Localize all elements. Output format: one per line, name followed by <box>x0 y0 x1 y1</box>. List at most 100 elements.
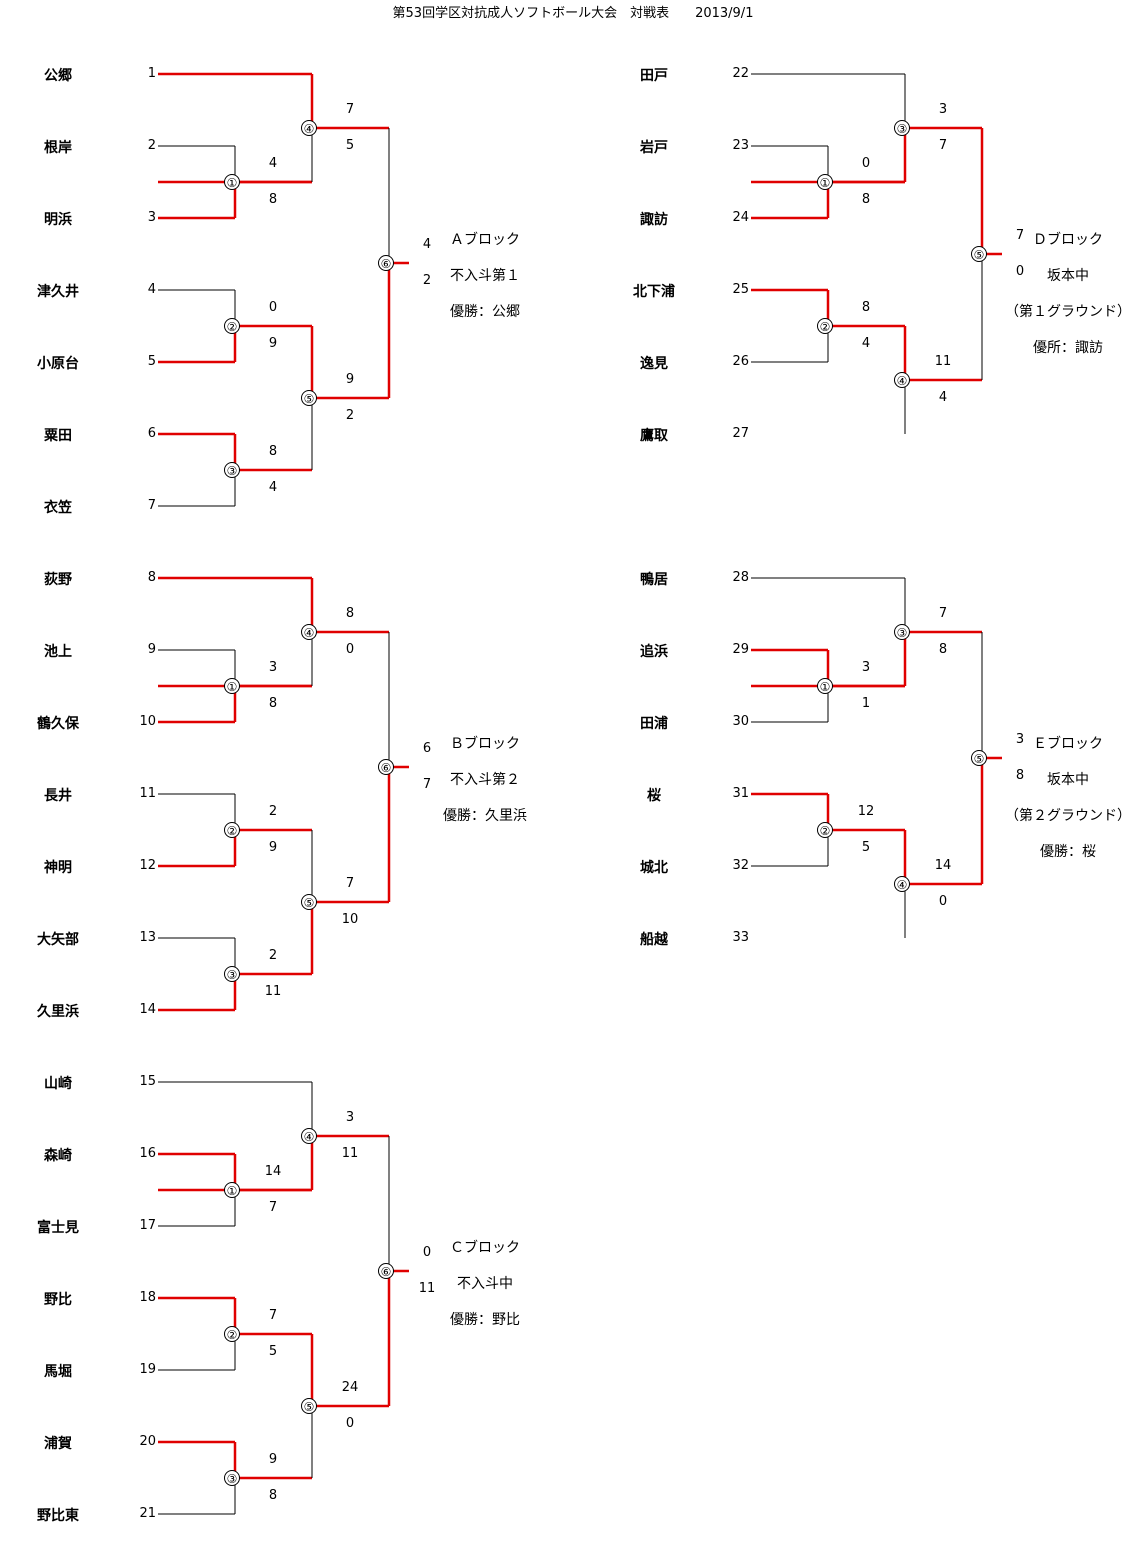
match-number-m3: ③ <box>224 966 240 982</box>
score: 2 <box>268 948 278 963</box>
score: 0 <box>861 156 871 171</box>
seed-number: 7 <box>147 498 156 513</box>
team-name: 諏訪 <box>640 212 668 228</box>
bracket-lines <box>751 73 1002 434</box>
seed-number: 18 <box>139 1290 156 1305</box>
score: 10 <box>341 912 359 927</box>
match-number-m2: ② <box>224 1326 240 1342</box>
seed-number: 9 <box>147 642 156 657</box>
score: 3 <box>268 660 278 675</box>
seed-number: 8 <box>147 570 156 585</box>
match-number-m4: ④ <box>894 372 910 388</box>
block-info: Ａブロック <box>450 232 520 248</box>
score: 3 <box>345 1110 355 1125</box>
score: 12 <box>857 804 875 819</box>
seed-number: 27 <box>732 426 749 441</box>
seed-number: 13 <box>139 930 156 945</box>
team-name: 鶴久保 <box>37 716 79 732</box>
team-name: 野比 <box>44 1292 72 1308</box>
team-name: 馬堀 <box>44 1364 72 1380</box>
score: 5 <box>268 1344 278 1359</box>
block-info: 坂本中 <box>1047 772 1089 788</box>
seed-number: 3 <box>147 210 156 225</box>
match-number-m3: ③ <box>894 120 910 136</box>
score: 8 <box>861 300 871 315</box>
seed-number: 19 <box>139 1362 156 1377</box>
bracket-lines <box>751 577 1002 938</box>
block-info: （第２グラウンド） <box>1005 808 1131 824</box>
match-number-m6: ⑥ <box>378 255 394 271</box>
block-info: Ｅブロック <box>1033 736 1103 752</box>
score: 11 <box>264 984 282 999</box>
score: 0 <box>345 642 355 657</box>
match-number-m1: ① <box>224 678 240 694</box>
seed-number: 20 <box>139 1434 156 1449</box>
score: 8 <box>268 192 278 207</box>
score: 0 <box>345 1416 355 1431</box>
score: 4 <box>268 480 278 495</box>
seed-number: 11 <box>139 786 156 801</box>
match-number-m5: ⑤ <box>971 246 987 262</box>
match-number-m1: ① <box>224 174 240 190</box>
team-name: 粟田 <box>44 428 72 444</box>
match-number-m5: ⑤ <box>301 1398 317 1414</box>
score: 0 <box>268 300 278 315</box>
team-name: 逸見 <box>640 356 668 372</box>
team-name: 野比東 <box>37 1508 79 1524</box>
score: 8 <box>345 606 355 621</box>
match-number-m3: ③ <box>224 462 240 478</box>
team-name: 田戸 <box>640 68 668 84</box>
seed-number: 30 <box>732 714 749 729</box>
score: 3 <box>1015 732 1025 747</box>
page-title: 第53回学区対抗成人ソフトボール大会 対戦表 2013/9/1 <box>392 6 754 21</box>
score: 0 <box>938 894 948 909</box>
block-info: Ｂブロック <box>450 736 520 752</box>
match-number-m2: ② <box>224 822 240 838</box>
score: 0 <box>422 1245 432 1260</box>
team-name: 田浦 <box>640 716 668 732</box>
score: 2 <box>345 408 355 423</box>
score: 7 <box>938 138 948 153</box>
bracket-lines <box>158 72 409 507</box>
team-name: 城北 <box>640 860 668 876</box>
team-name: 船越 <box>640 932 668 948</box>
seed-number: 22 <box>732 66 749 81</box>
score: 3 <box>938 102 948 117</box>
score: 8 <box>268 1488 278 1503</box>
match-number-m2: ② <box>817 318 833 334</box>
seed-number: 10 <box>139 714 156 729</box>
team-name: 長井 <box>44 788 72 804</box>
seed-number: 6 <box>147 426 156 441</box>
score: 8 <box>268 444 278 459</box>
team-name: 池上 <box>44 644 72 660</box>
seed-number: 31 <box>732 786 749 801</box>
team-name: 大矢部 <box>37 932 79 948</box>
team-name: 根岸 <box>44 140 72 156</box>
score: 8 <box>861 192 871 207</box>
seed-number: 26 <box>732 354 749 369</box>
seed-number: 5 <box>147 354 156 369</box>
seed-number: 25 <box>732 282 749 297</box>
team-name: 桜 <box>647 788 661 804</box>
score: 1 <box>861 696 871 711</box>
match-number-m6: ⑥ <box>378 1263 394 1279</box>
score: 5 <box>861 840 871 855</box>
match-number-m1: ① <box>817 678 833 694</box>
team-name: 北下浦 <box>633 284 675 300</box>
block-info: （第１グラウンド） <box>1005 304 1131 320</box>
match-number-m1: ① <box>224 1182 240 1198</box>
seed-number: 33 <box>732 930 749 945</box>
score: 8 <box>268 696 278 711</box>
team-name: 小原台 <box>37 356 79 372</box>
score: 9 <box>268 336 278 351</box>
score: 7 <box>422 777 432 792</box>
seed-number: 2 <box>147 138 156 153</box>
score: 4 <box>938 390 948 405</box>
score: 6 <box>422 741 432 756</box>
score: 11 <box>934 354 952 369</box>
team-name: 追浜 <box>640 644 668 660</box>
score: 11 <box>418 1281 436 1296</box>
team-name: 荻野 <box>44 572 72 588</box>
